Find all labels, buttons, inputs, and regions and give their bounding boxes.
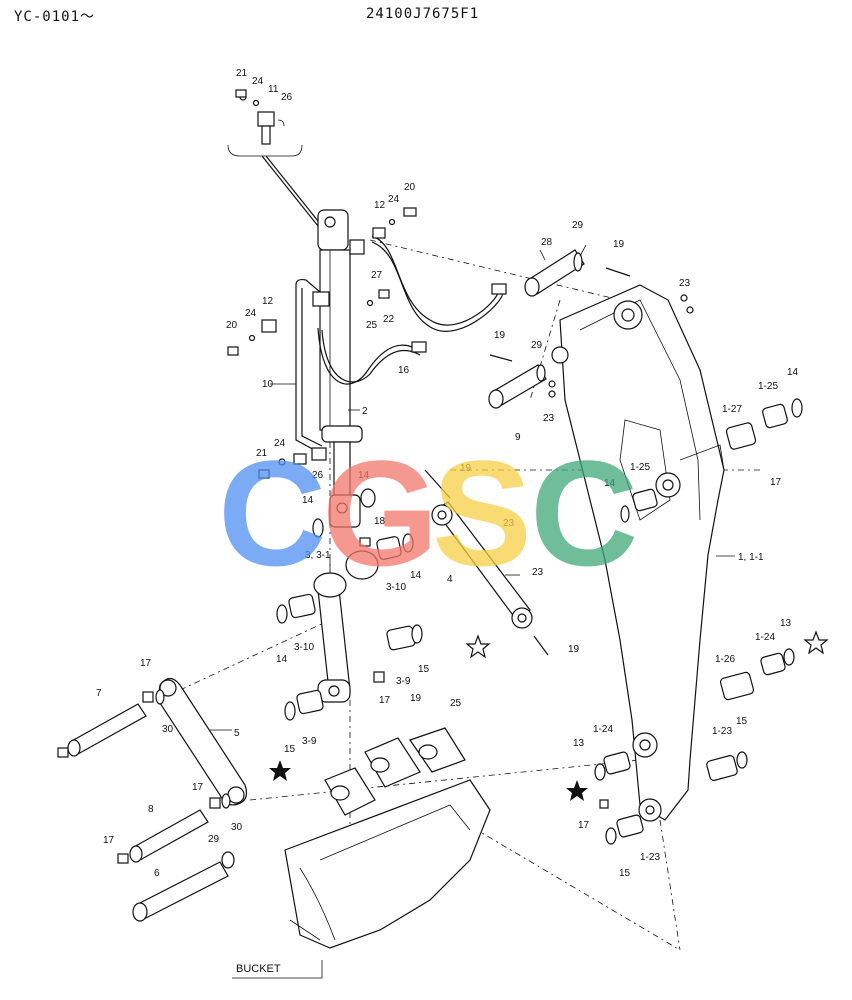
bucket: BUCKET xyxy=(232,727,491,979)
callout-label: 24 xyxy=(245,308,257,319)
callout-label: 6 xyxy=(154,868,160,879)
callout-label: 9 xyxy=(515,432,521,443)
callout-label: 29 xyxy=(208,834,220,845)
callout-label: 5 xyxy=(234,728,240,739)
watermark-letter-1: C xyxy=(218,429,327,597)
leader-lines xyxy=(210,244,735,731)
callout-label: 1-27 xyxy=(722,404,742,415)
callout-label: 24 xyxy=(388,194,400,205)
callout-label: 14 xyxy=(410,570,422,581)
callout-label: 24 xyxy=(252,76,264,87)
callout-label: 20 xyxy=(226,320,238,331)
serial-range-label: YC-0101〜 xyxy=(14,9,96,25)
hoses xyxy=(317,235,507,385)
reference-markers xyxy=(269,630,829,801)
callout-label: 20 xyxy=(404,182,416,193)
callout-label: 25 xyxy=(450,698,462,709)
callout-label: 17 xyxy=(578,820,590,831)
pipe xyxy=(295,278,327,461)
callout-label: 10 xyxy=(262,379,274,390)
callout-label: 15 xyxy=(619,868,631,879)
callout-label: 1, 1-1 xyxy=(738,552,764,563)
callout-label: 21 xyxy=(236,68,248,79)
callout-label: 15 xyxy=(418,664,430,675)
bucket-cylinder xyxy=(312,209,365,528)
callout-label: 1-25 xyxy=(630,462,650,473)
callout-label: 3-9 xyxy=(396,676,411,687)
callout-label: 23 xyxy=(503,518,515,529)
callout-label: 1-23 xyxy=(712,726,732,737)
callout-label: 13 xyxy=(780,618,792,629)
callout-label: 25 xyxy=(366,320,378,331)
callout-label: 17 xyxy=(103,835,115,846)
callout-label: 17 xyxy=(379,695,391,706)
arm-bushings xyxy=(594,398,803,845)
watermark-letter-2: G xyxy=(322,429,439,597)
callout-label: 19 xyxy=(613,239,625,250)
callout-label: 7 xyxy=(96,688,102,699)
callout-label: 30 xyxy=(231,822,243,833)
bucket-label: BUCKET xyxy=(236,963,281,975)
bolts-top xyxy=(227,89,417,479)
callout-label: 14 xyxy=(276,654,288,665)
callout-label: 1-26 xyxy=(715,654,735,665)
callout-label: 16 xyxy=(398,365,410,376)
callout-label: 19 xyxy=(410,693,422,704)
callout-label: 3-10 xyxy=(294,642,314,653)
link-3 xyxy=(276,488,423,721)
pins-left xyxy=(57,691,235,922)
callout-label: 26 xyxy=(312,470,324,481)
callout-label: 2 xyxy=(362,406,368,417)
callout-label: 14 xyxy=(302,495,314,506)
callout-label: 1-23 xyxy=(640,852,660,863)
callout-label: 28 xyxy=(541,237,553,248)
callout-label: 22 xyxy=(383,314,395,325)
callout-label: 24 xyxy=(274,438,286,449)
callout-label: 3, 3-1 xyxy=(305,550,331,561)
watermark-letter-4: C xyxy=(530,429,639,597)
callout-label: 13 xyxy=(573,738,585,749)
callout-label: 14 xyxy=(358,470,370,481)
callout-label: 1-24 xyxy=(593,724,613,735)
callout-label: 11 xyxy=(268,84,279,95)
callout-label: 23 xyxy=(543,413,555,424)
arm xyxy=(551,284,725,822)
callout-label: 19 xyxy=(460,463,472,474)
callout-label: 27 xyxy=(371,270,383,281)
callout-label: 19 xyxy=(494,330,506,341)
callout-label: 26 xyxy=(281,92,293,103)
callout-label: 19 xyxy=(568,644,580,655)
arm-pins xyxy=(488,249,694,409)
callout-label: 15 xyxy=(284,744,296,755)
callout-label: 21 xyxy=(256,448,268,459)
callout-label: 3-10 xyxy=(386,582,406,593)
callout-label: 12 xyxy=(374,200,386,211)
callout-label: 29 xyxy=(531,340,543,351)
watermark-letter-3: S xyxy=(432,429,533,597)
link-5 xyxy=(155,677,248,809)
callout-label: 29 xyxy=(572,220,584,231)
callout-label: 1-25 xyxy=(758,381,778,392)
drawing-number-label: 24100J7675F1 xyxy=(366,6,480,22)
callout-label: 14 xyxy=(604,478,616,489)
callout-label: 23 xyxy=(679,278,691,289)
callout-label: 15 xyxy=(736,716,748,727)
callout-label: 8 xyxy=(148,804,154,815)
detail-bracket xyxy=(227,93,323,227)
callout-label: 4 xyxy=(447,574,453,585)
callout-label: 17 xyxy=(770,477,782,488)
callout-label: 18 xyxy=(374,516,386,527)
callout-label: 17 xyxy=(192,782,204,793)
callout-label: 1-24 xyxy=(755,632,775,643)
link-4 xyxy=(424,469,549,656)
callout-label: 23 xyxy=(532,567,544,578)
callout-label: 3-9 xyxy=(302,736,317,747)
callout-label: 12 xyxy=(262,296,274,307)
callout-label: 14 xyxy=(787,367,799,378)
callout-labels: 21 24 11 26 20 24 12 27 22 25 16 12 24 2… xyxy=(96,68,799,879)
callout-label: 17 xyxy=(140,658,152,669)
callout-label: 30 xyxy=(162,724,174,735)
